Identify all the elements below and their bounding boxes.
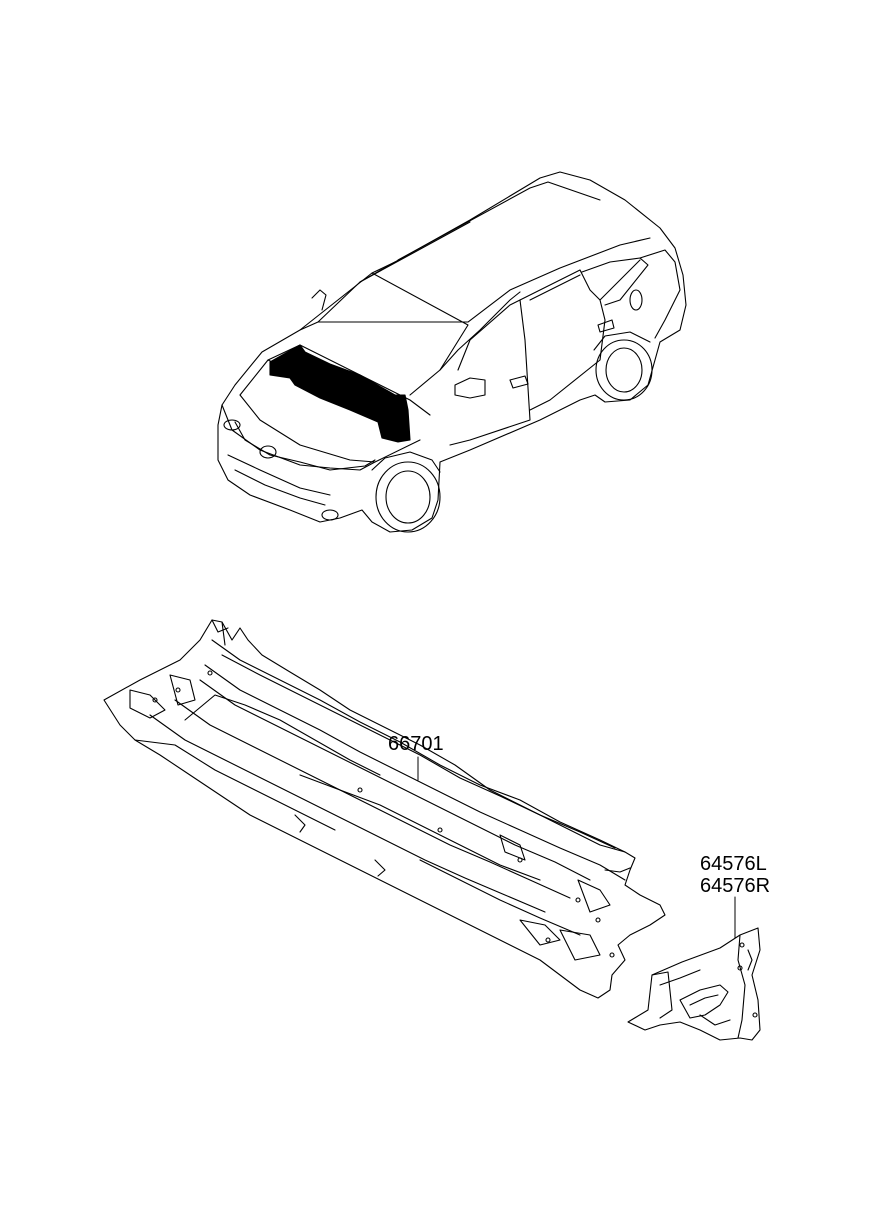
cowl-panel-assembly	[103, 619, 666, 999]
highlighted-cowl-region	[269, 344, 411, 443]
side-panel-assembly	[627, 896, 761, 1041]
part-number-label-side-right: 64576R	[700, 875, 771, 897]
vehicle-illustration	[217, 171, 687, 533]
part-number-label-cowl: 66701	[388, 733, 444, 755]
part-number-label-side-left: 64576L	[700, 853, 767, 875]
emblem-icon	[259, 445, 277, 459]
